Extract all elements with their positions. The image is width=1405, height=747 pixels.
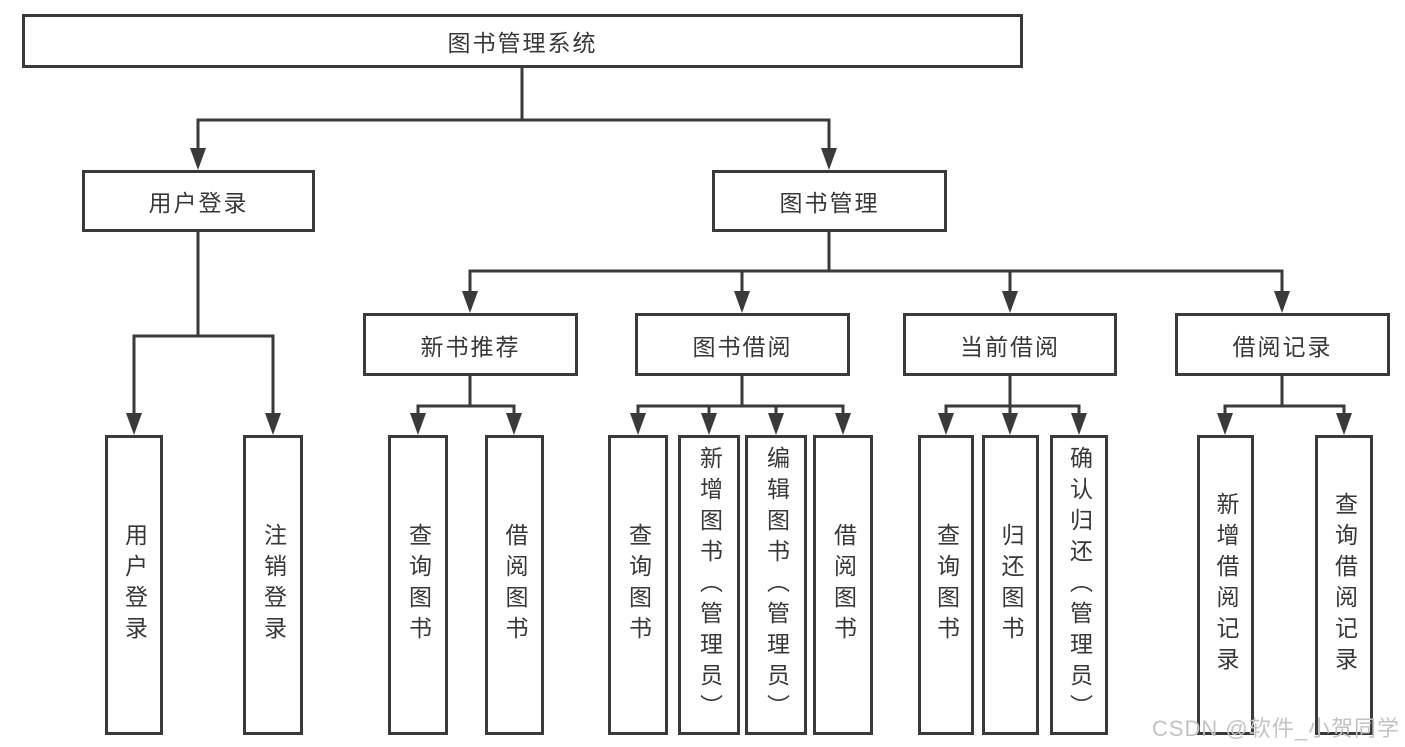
leaf-return-book: 归还图书 [982, 435, 1039, 735]
leaf-edit-book-admin: 编辑图书（管理员） [745, 435, 807, 735]
node-new-book-recommend: 新书推荐 [363, 313, 578, 376]
root-node: 图书管理系统 [22, 14, 1023, 68]
leaf-edit-book-admin-label: 编辑图书（管理员） [763, 445, 790, 725]
node-current-borrow: 当前借阅 [903, 313, 1117, 376]
leaf-borrow-books-borrow: 借阅图书 [813, 435, 873, 735]
leaf-query-books-recommend-label: 查询图书 [405, 523, 432, 647]
leaf-add-book-admin: 新增图书（管理员） [678, 435, 740, 735]
leaf-borrow-books-recommend: 借阅图书 [485, 435, 544, 735]
leaf-confirm-return-admin: 确认归还（管理员） [1050, 435, 1108, 735]
leaf-borrow-books-borrow-label: 借阅图书 [830, 523, 857, 647]
arrowheads [126, 148, 1352, 435]
leaf-query-books-recommend: 查询图书 [388, 435, 448, 735]
leaf-user-login-label: 用户登录 [121, 523, 148, 647]
leaf-add-book-admin-label: 新增图书（管理员） [696, 445, 723, 725]
node-new-book-recommend-label: 新书推荐 [420, 333, 521, 360]
leaf-confirm-return-admin-label: 确认归还（管理员） [1066, 445, 1093, 725]
leaf-query-books-current-label: 查询图书 [933, 523, 960, 647]
leaf-add-borrow-record-label: 新增借阅记录 [1213, 492, 1239, 678]
leaf-add-borrow-record: 新增借阅记录 [1197, 435, 1254, 735]
node-user-login: 用户登录 [82, 170, 315, 232]
root-node-label: 图书管理系统 [447, 30, 598, 56]
leaf-query-books-current: 查询图书 [918, 435, 974, 735]
node-current-borrow-label: 当前借阅 [960, 333, 1060, 360]
node-book-management: 图书管理 [712, 170, 947, 232]
node-book-borrow: 图书借阅 [635, 313, 850, 376]
leaf-logout-label: 注销登录 [260, 523, 287, 647]
leaf-query-books-borrow: 查询图书 [608, 435, 668, 735]
node-borrow-records-label: 借阅记录 [1232, 333, 1333, 360]
leaf-query-books-borrow-label: 查询图书 [625, 523, 652, 647]
csdn-watermark: CSDN @软件_小贺同学 [1151, 716, 1400, 741]
leaf-return-book-label: 归还图书 [998, 523, 1024, 647]
leaf-borrow-books-recommend-label: 借阅图书 [502, 523, 528, 647]
leaf-user-login: 用户登录 [105, 435, 163, 735]
leaf-logout: 注销登录 [243, 435, 303, 735]
node-book-management-label: 图书管理 [779, 190, 880, 216]
node-borrow-records: 借阅记录 [1175, 313, 1390, 376]
leaf-query-borrow-record-label: 查询借阅记录 [1331, 492, 1358, 678]
leaf-query-borrow-record: 查询借阅记录 [1315, 435, 1373, 735]
node-book-borrow-label: 图书借阅 [692, 333, 793, 360]
node-user-login-label: 用户登录 [148, 190, 249, 216]
